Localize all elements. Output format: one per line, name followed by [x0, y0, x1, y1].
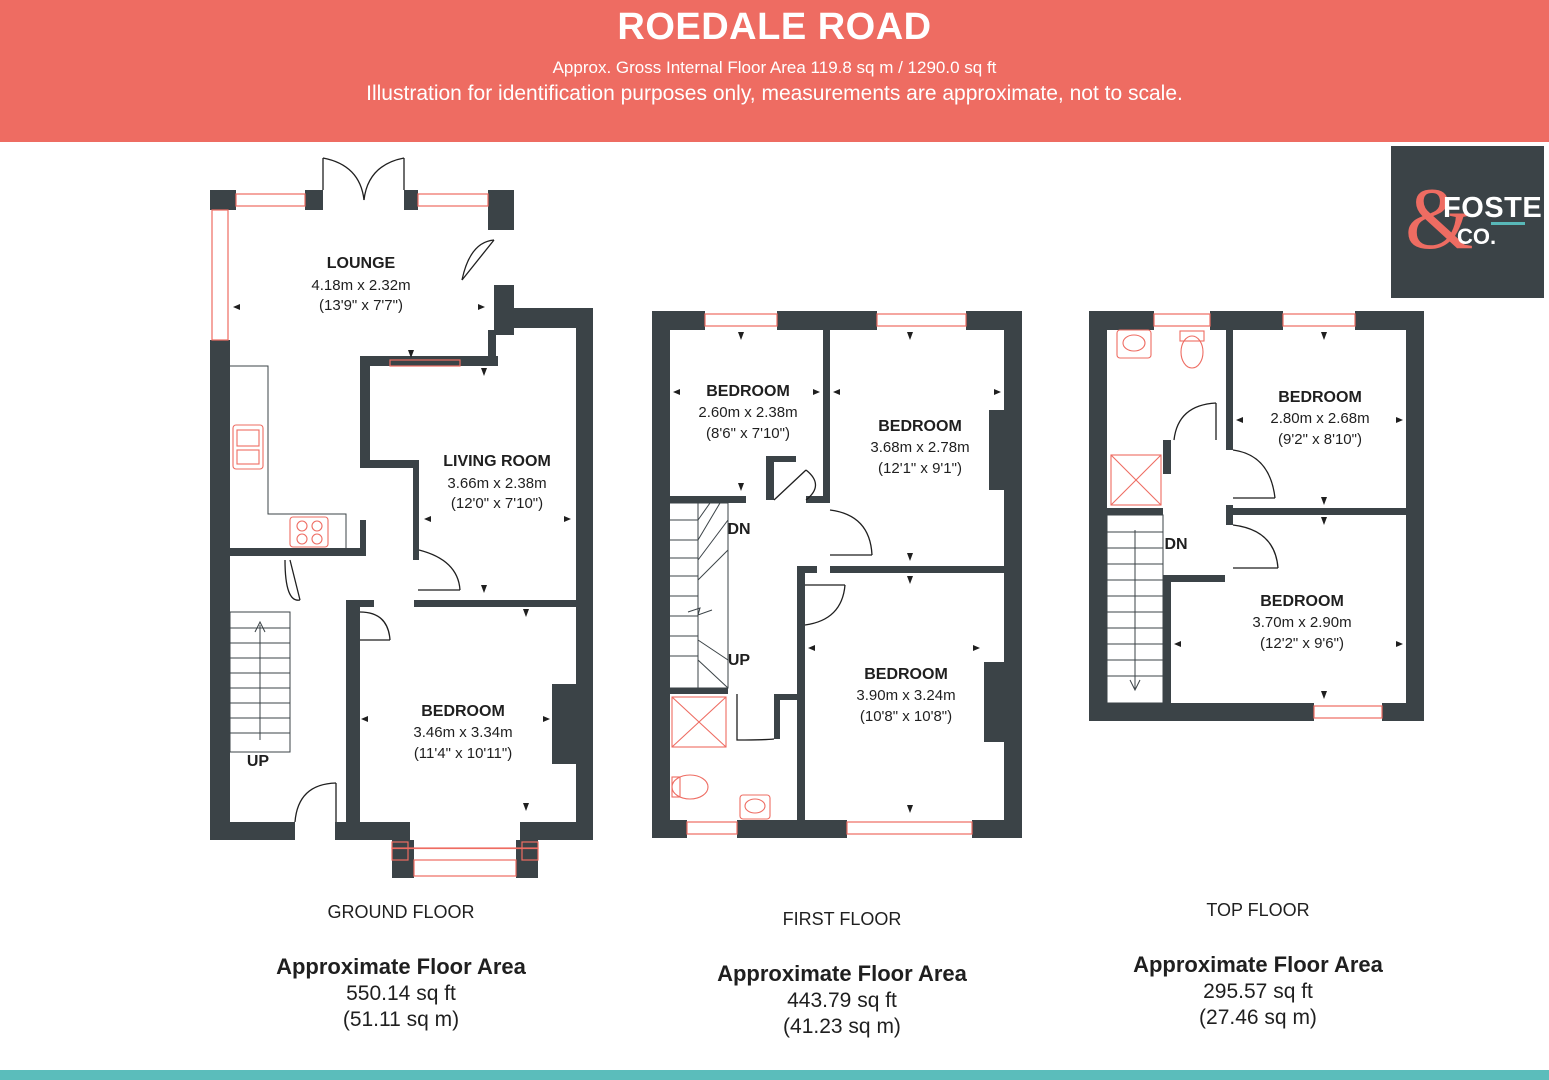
first-bedroom-3-name: BEDROOM: [864, 666, 948, 683]
gross-area-text: Approx. Gross Internal Floor Area 119.8 …: [552, 58, 997, 77]
top-floor-caption: TOP FLOOR: [1206, 900, 1310, 920]
footer-accent-line: [0, 1070, 1549, 1080]
top-bedroom-2-imperial: (12'2" x 9'6"): [1260, 635, 1344, 652]
first-floor-windows: [686, 313, 973, 835]
first-bedroom-1-metric: 2.60m x 2.38m: [698, 404, 797, 421]
living-room-imperial: (12'0" x 7'10"): [451, 495, 543, 512]
logo-underline: [1491, 222, 1525, 225]
ground-floor-ticks: [233, 304, 571, 811]
ground-floor-doors: [284, 157, 495, 823]
ground-floor-area-sqm: (51.11 sq m): [342, 1008, 460, 1031]
ground-stairs-up-label: UP: [247, 753, 270, 770]
first-floor-area-sqm: (41.23 sq m): [783, 1015, 901, 1038]
first-floor-plan: BEDROOM 2.60m x 2.38m (8'6" x 7'10") BED…: [652, 311, 1022, 838]
ground-floor-windows: [211, 193, 539, 877]
ground-bedroom-metric: 3.46m x 3.34m: [413, 724, 512, 741]
kitchen-counter: [230, 365, 347, 548]
logo-ampersand: &: [1405, 171, 1474, 268]
first-stairs-up-label: UP: [728, 652, 751, 669]
first-bedroom-2-imperial: (12'1" x 9'1"): [878, 460, 962, 477]
top-stairs-down-label: DN: [1164, 536, 1187, 553]
first-floor-walls: [652, 311, 1022, 838]
page-title: ROEDALE ROAD: [617, 6, 932, 48]
top-floor-area-sqm: (27.46 sq m): [1199, 1006, 1317, 1029]
first-bedroom-3-imperial: (10'8" x 10'8"): [860, 708, 952, 725]
ground-floor-area-heading: Approximate Floor Area: [276, 954, 526, 979]
kitchen-appliances: [232, 424, 329, 548]
first-floor-area-summary: Approximate Floor Area 443.79 sq ft (41.…: [662, 961, 1022, 1039]
lounge-imperial: (13'9" x 7'7"): [319, 297, 403, 314]
living-room-name: LIVING ROOM: [443, 453, 551, 470]
top-bedroom-1-metric: 2.80m x 2.68m: [1270, 410, 1369, 427]
lounge-name: LOUNGE: [327, 255, 396, 272]
top-floor-bathroom-fixtures: [1110, 329, 1205, 506]
first-bedroom-2-name: BEDROOM: [878, 418, 962, 435]
disclaimer-text: Illustration for identification purposes…: [366, 82, 1183, 105]
foster-co-logo: & FOSTER CO.: [1391, 146, 1549, 298]
top-bedroom-1-name: BEDROOM: [1278, 389, 1362, 406]
lounge-metric: 4.18m x 2.32m: [311, 277, 410, 294]
logo-foster: FOSTER: [1443, 192, 1549, 224]
first-floor-stairs: [670, 502, 729, 689]
first-bedroom-3-metric: 3.90m x 3.24m: [856, 687, 955, 704]
first-bedroom-1-imperial: (8'6" x 7'10"): [706, 425, 790, 442]
logo-co: CO.: [1457, 224, 1497, 249]
top-bedroom-1-imperial: (9'2" x 8'10"): [1278, 431, 1362, 448]
first-floor-caption: FIRST FLOOR: [782, 909, 902, 929]
top-bedroom-2-name: BEDROOM: [1260, 593, 1344, 610]
ground-bedroom-name: BEDROOM: [421, 703, 505, 720]
ground-floor-area-sqft: 550.14 sq ft: [346, 982, 456, 1005]
first-bedroom-1-name: BEDROOM: [706, 383, 790, 400]
first-floor-ticks: [673, 332, 1001, 813]
top-floor-walls: [1089, 311, 1424, 721]
ground-floor-walls: [210, 190, 593, 878]
first-bedroom-2-metric: 3.68m x 2.78m: [870, 439, 969, 456]
top-floor-area-summary: Approximate Floor Area 295.57 sq ft (27.…: [1078, 952, 1438, 1030]
top-floor-ticks: [1174, 332, 1403, 699]
top-floor-plan: BEDROOM 2.80m x 2.68m (9'2" x 8'10") BED…: [1089, 311, 1424, 721]
top-floor-doors: [1173, 402, 1279, 569]
first-floor-area-heading: Approximate Floor Area: [717, 961, 967, 986]
first-stairs-down-label: DN: [727, 521, 750, 538]
ground-floor-plan: LOUNGE 4.18m x 2.32m (13'9" x 7'7") LIVI…: [210, 157, 593, 878]
first-floor-doors: [736, 469, 873, 741]
first-floor-area-sqft: 443.79 sq ft: [787, 989, 897, 1012]
first-floor-bathroom-fixtures: [671, 696, 771, 820]
top-floor-area-heading: Approximate Floor Area: [1133, 952, 1383, 977]
ground-bedroom-imperial: (11'4" x 10'11"): [414, 745, 512, 762]
living-room-metric: 3.66m x 2.38m: [447, 475, 546, 492]
ground-floor-stairs: [229, 611, 291, 753]
header-banner: ROEDALE ROAD Approx. Gross Internal Floo…: [0, 0, 1549, 142]
top-bedroom-2-metric: 3.70m x 2.90m: [1252, 614, 1351, 631]
ground-floor-caption: GROUND FLOOR: [327, 902, 475, 922]
top-floor-stairs: [1106, 514, 1164, 704]
top-floor-area-sqft: 295.57 sq ft: [1203, 980, 1313, 1003]
top-floor-windows: [1153, 313, 1383, 719]
ground-floor-area-summary: Approximate Floor Area 550.14 sq ft (51.…: [221, 954, 581, 1032]
